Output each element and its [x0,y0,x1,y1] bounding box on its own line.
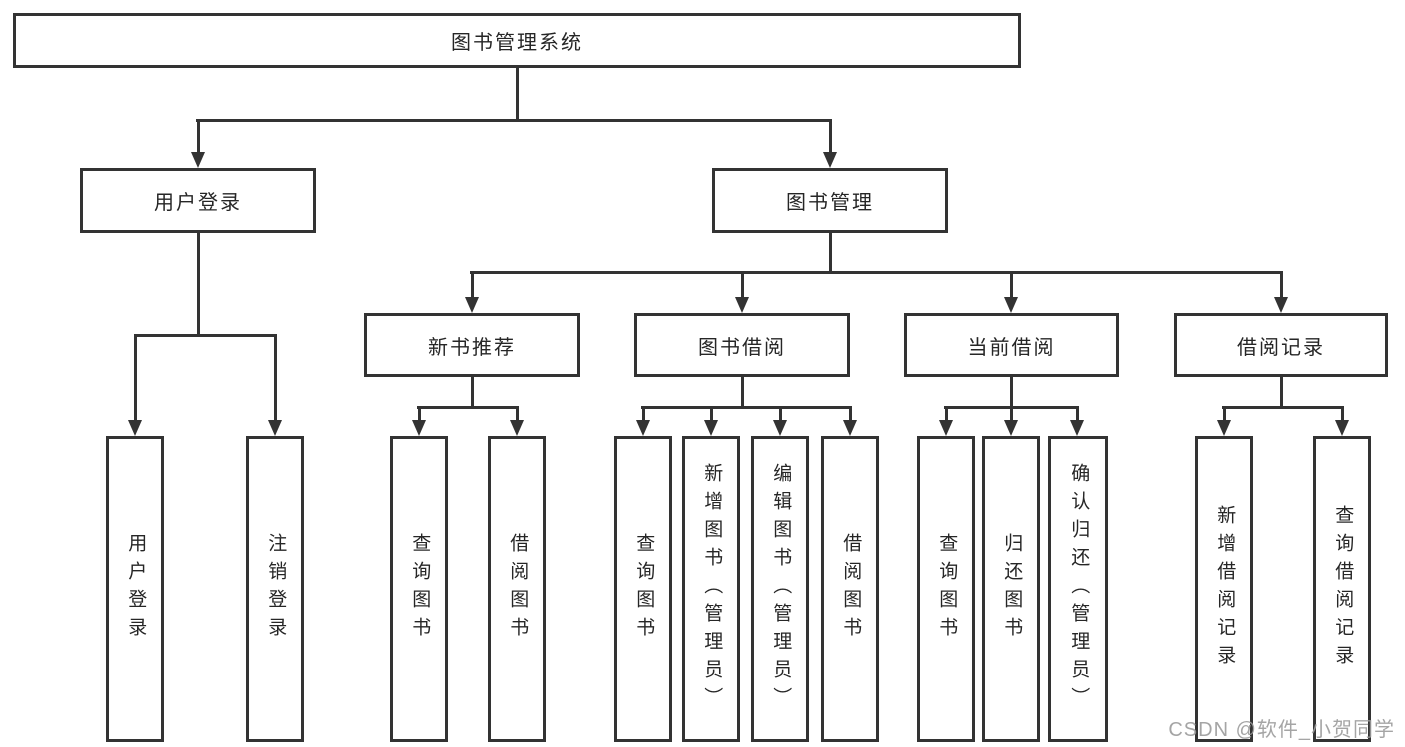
leaf-current-query-books: 查询图书 [917,436,975,742]
leaf-records-query-record: 查询借阅记录 [1313,436,1371,742]
node-label: 新书推荐 [428,336,516,359]
node-borrowing-records: 借阅记录 [1174,313,1388,377]
arrowhead [704,420,718,436]
connector-line [779,406,782,423]
leaf-user-login: 用户登录 [106,436,164,742]
arrowhead [1274,297,1288,313]
leaf-label: 注销登录 [265,533,287,645]
arrowhead [465,297,479,313]
arrowhead [773,420,787,436]
leaf-current-confirm-return-admin: 确认归还（管理员） [1048,436,1108,742]
connector-line [516,406,519,423]
leaf-borrowing-add-books-admin: 新增图书（管理员） [682,436,740,742]
connector-line [134,334,277,337]
connector-line [829,233,832,274]
arrowhead [510,420,524,436]
connector-line [849,406,852,423]
node-book-borrowing: 图书借阅 [634,313,850,377]
csdn-watermark: CSDN @软件_小贺同学 [1168,719,1395,741]
connector-line [1223,406,1226,423]
connector-line [741,271,744,300]
connector-line [1010,377,1013,408]
connector-line [418,406,421,423]
arrowhead [128,420,142,436]
connector-line [196,119,832,122]
connector-line [1280,377,1283,408]
connector-line [1010,271,1013,300]
connector-line [274,334,277,423]
connector-line [945,406,948,423]
connector-line [641,406,851,409]
connector-line [1341,406,1344,423]
node-label: 借阅记录 [1237,336,1325,359]
connector-line [1010,406,1013,423]
arrowhead [1217,420,1231,436]
connector-line [1076,406,1079,423]
connector-line [829,119,832,155]
leaf-label: 归还图书 [1001,533,1023,645]
arrowhead [1004,420,1018,436]
node-current-borrowing: 当前借阅 [904,313,1119,377]
connector-line [470,271,1283,274]
connector-line [516,67,519,121]
leaf-label: 借阅图书 [840,533,862,645]
leaf-label: 查询借阅记录 [1332,505,1354,673]
leaf-logout: 注销登录 [246,436,304,742]
leaf-label: 查询图书 [409,533,431,645]
leaf-label: 新增借阅记录 [1214,505,1236,673]
arrowhead [636,420,650,436]
node-user-login: 用户登录 [80,168,316,233]
arrowhead [412,420,426,436]
node-new-book-recommend: 新书推荐 [364,313,580,377]
connector-line [471,271,474,300]
leaf-label: 查询图书 [633,533,655,645]
connector-line [642,406,645,423]
node-label: 图书管理 [786,192,874,214]
arrowhead [843,420,857,436]
leaf-label: 确认归还（管理员） [1068,463,1090,715]
leaf-label: 查询图书 [936,533,958,645]
leaf-borrowing-query-books: 查询图书 [614,436,672,742]
node-label: 图书管理系统 [451,32,583,54]
node-book-management: 图书管理 [712,168,948,233]
arrowhead [1335,420,1349,436]
node-label: 当前借阅 [967,336,1056,359]
node-label: 图书借阅 [698,336,786,359]
arrowhead [735,297,749,313]
leaf-recommend-borrow-books: 借阅图书 [488,436,546,742]
arrowhead [1004,297,1018,313]
leaf-label: 新增图书（管理员） [701,463,723,715]
leaf-label: 编辑图书（管理员） [770,463,792,715]
leaf-recommend-query-books: 查询图书 [390,436,448,742]
leaf-borrowing-borrow-books: 借阅图书 [821,436,879,742]
arrowhead [1070,420,1084,436]
leaf-current-return-books: 归还图书 [982,436,1040,742]
connector-line [197,233,200,337]
arrowhead [191,152,205,168]
arrowhead [823,152,837,168]
arrowhead [939,420,953,436]
leaf-borrowing-edit-books-admin: 编辑图书（管理员） [751,436,809,742]
connector-line [471,377,474,408]
connector-line [1280,271,1283,300]
connector-line [741,377,744,408]
leaf-label: 用户登录 [125,533,147,645]
node-label: 用户登录 [154,192,242,214]
connector-line [1222,406,1343,409]
arrowhead [268,420,282,436]
connector-line [134,334,137,423]
connector-line [417,406,518,409]
leaf-records-add-record: 新增借阅记录 [1195,436,1253,742]
leaf-label: 借阅图书 [507,533,529,645]
connector-line [710,406,713,423]
node-library-management-system: 图书管理系统 [13,13,1021,68]
connector-line [197,119,200,155]
